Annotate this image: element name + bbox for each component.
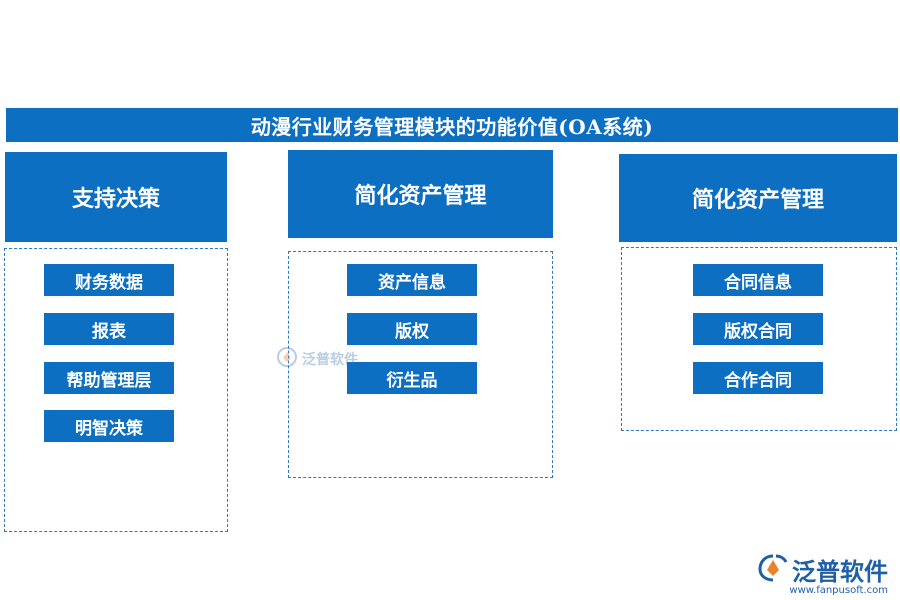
brand-logo: 泛普软件 www.fanpusoft.com <box>758 552 888 596</box>
column-header-decision-support: 支持决策 <box>5 152 227 242</box>
item-wise-decisions: 明智决策 <box>44 410 174 442</box>
item-reports: 报表 <box>44 313 174 345</box>
column-header-asset-management-1: 简化资产管理 <box>288 150 553 238</box>
diagram-title: 动漫行业财务管理模块的功能价值(OA系统) <box>6 108 898 142</box>
column-box-asset-management-1: 资产信息 版权 衍生品 <box>288 251 553 478</box>
item-financial-data: 财务数据 <box>44 264 174 296</box>
item-derivatives: 衍生品 <box>347 362 477 394</box>
item-copyright: 版权 <box>347 313 477 345</box>
column-header-asset-management-2: 简化资产管理 <box>619 154 897 242</box>
column-box-decision-support: 财务数据 报表 帮助管理层 明智决策 <box>4 248 228 532</box>
watermark-text: 泛普软件 <box>302 352 358 368</box>
brand-logo-name: 泛普软件 <box>792 558 888 586</box>
item-help-management: 帮助管理层 <box>44 362 174 394</box>
brand-logo-url: www.fanpusoft.com <box>789 585 888 596</box>
column-box-asset-management-2: 合同信息 版权合同 合作合同 <box>621 247 897 431</box>
watermark: 泛普软件 <box>276 346 358 372</box>
item-asset-info: 资产信息 <box>347 264 477 296</box>
item-cooperation-contract: 合作合同 <box>693 362 823 394</box>
watermark-logo-icon <box>276 346 298 372</box>
item-copyright-contract: 版权合同 <box>693 313 823 345</box>
brand-logo-icon <box>758 554 788 586</box>
item-contract-info: 合同信息 <box>693 264 823 296</box>
